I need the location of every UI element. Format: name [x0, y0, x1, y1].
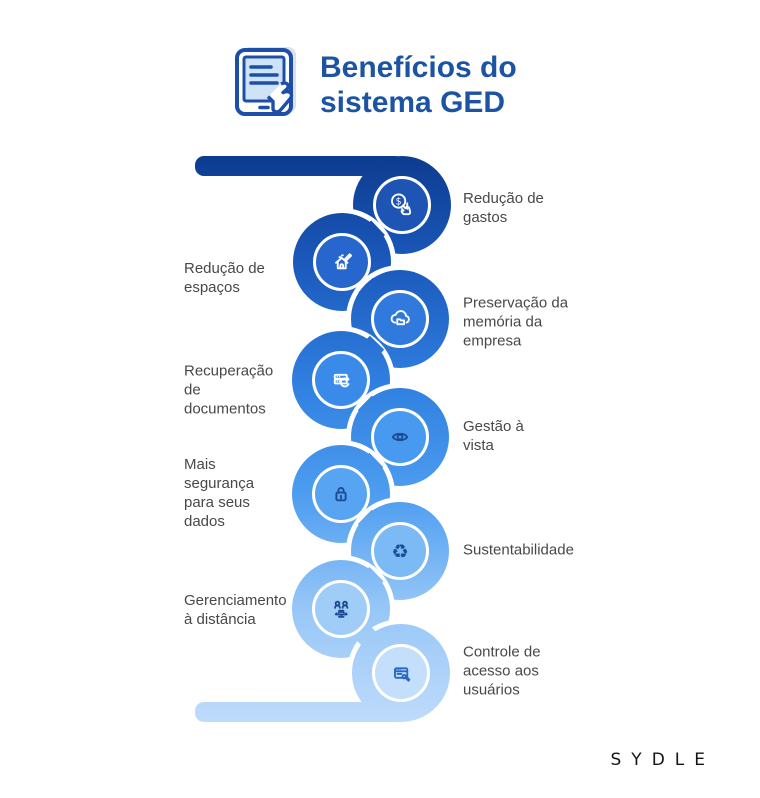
document-lines: [249, 65, 279, 110]
benefit-node-7: [374, 525, 426, 577]
snake-loop-7: [351, 502, 449, 600]
money-hand-icon: $: [391, 193, 412, 216]
snake-loop-6: [292, 445, 390, 543]
benefit-label-7: Sustentabilidade: [463, 541, 574, 559]
recycle-icon: ♻: [391, 540, 408, 563]
lock-icon: [335, 487, 347, 502]
ged-tablet-document-icon: [235, 47, 296, 116]
eye-icon: [391, 432, 409, 442]
house-pencil-icon: [335, 253, 353, 270]
server-refresh-icon: [333, 373, 350, 388]
snake-loop-5: [351, 388, 449, 486]
hand-icon: [266, 81, 294, 114]
benefit-node-5: [374, 411, 426, 463]
sydle-logo: SYDLE: [610, 750, 715, 770]
snake-loop-8: [292, 560, 390, 658]
users-remote-icon: [334, 600, 349, 618]
browser-key-icon: [394, 667, 411, 682]
snake-loop-4: [292, 331, 390, 429]
svg-text:♻: ♻: [391, 540, 408, 563]
snake-end-bar: [195, 702, 403, 722]
snake-start-bar: [195, 156, 404, 176]
snake-loop-1: [353, 156, 451, 254]
benefit-node-6: [315, 468, 367, 520]
svg-text:$: $: [396, 196, 402, 207]
snake-loop-2: [293, 213, 391, 311]
cloud-folder-icon: [390, 310, 410, 326]
benefit-node-8: [315, 583, 367, 635]
snake-loop-3: [351, 270, 449, 368]
benefit-node-2: [316, 236, 368, 288]
